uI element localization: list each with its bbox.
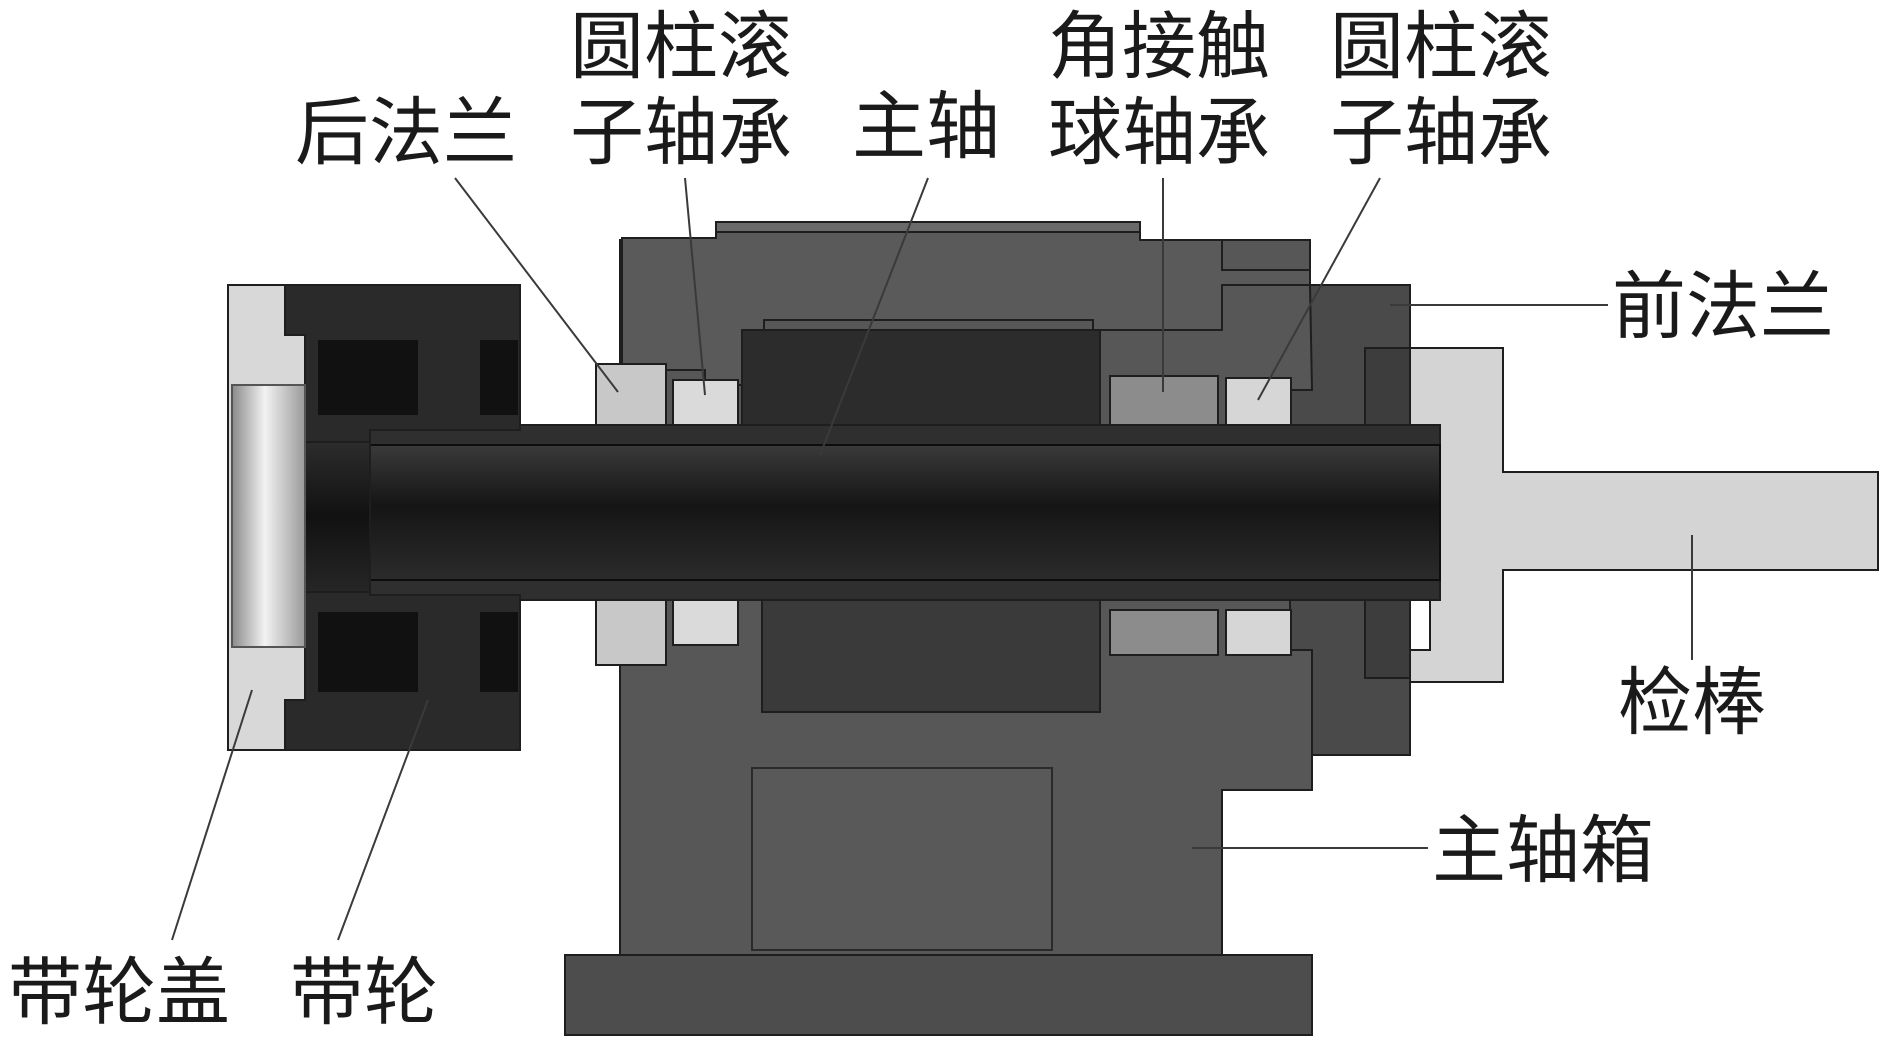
rear-flange-ring-upper — [595, 363, 667, 429]
label-spindle: 主轴 — [852, 84, 1000, 170]
cyl-roller-bearing-rear-upper — [672, 379, 739, 431]
label-cyl-bearing-rear-line2: 子轴承 — [570, 90, 792, 176]
label-cyl-bearing-rear-line1: 圆柱滚 — [570, 4, 792, 90]
leader-pulley — [337, 699, 429, 941]
rear-flange-ring-lower — [595, 599, 667, 666]
housing-top-cap — [715, 221, 1141, 233]
label-cyl-bearing-front-line1: 圆柱滚 — [1330, 4, 1552, 90]
label-angular-bearing-line1: 角接触 — [1048, 4, 1270, 90]
spindle-sleeve-upper — [741, 329, 1101, 426]
label-front-flange: 前法兰 — [1612, 264, 1834, 350]
label-pulley: 带轮 — [290, 950, 438, 1036]
pulley-cover-face — [231, 384, 306, 648]
cyl-roller-bearing-front-lower — [1225, 609, 1292, 656]
test-bar — [1409, 347, 1879, 683]
label-rear-flange: 后法兰 — [295, 90, 517, 176]
label-headstock: 主轴箱 — [1432, 808, 1654, 894]
label-angular-bearing-line2: 球轴承 — [1048, 90, 1270, 176]
label-test-bar: 检棒 — [1618, 660, 1766, 746]
headstock-base-plate — [564, 954, 1313, 1036]
angular-bearing-lower — [1109, 609, 1219, 656]
headstock-window — [751, 767, 1053, 951]
leader-rear-flange — [454, 177, 619, 393]
pulley-groove-lower-left — [318, 612, 418, 692]
spindle-shaft-core — [369, 444, 1441, 581]
cyl-roller-bearing-front-upper — [1225, 377, 1292, 429]
cyl-roller-bearing-rear-lower — [672, 599, 739, 646]
leader-spindle — [819, 177, 929, 456]
leader-cyl-bearing-front — [1257, 177, 1381, 401]
label-cyl-bearing-front-line2: 子轴承 — [1330, 90, 1552, 176]
leader-cyl-bearing-rear — [684, 177, 706, 396]
pulley-groove-upper-left — [318, 340, 418, 415]
pulley-hub — [304, 441, 371, 593]
leader-pulley-cover — [171, 689, 253, 941]
pulley-groove-lower-right — [480, 612, 518, 692]
spindle-sleeve-lower — [761, 599, 1101, 713]
pulley-groove-upper-right — [480, 340, 518, 415]
label-pulley-cover: 带轮盖 — [8, 950, 230, 1036]
